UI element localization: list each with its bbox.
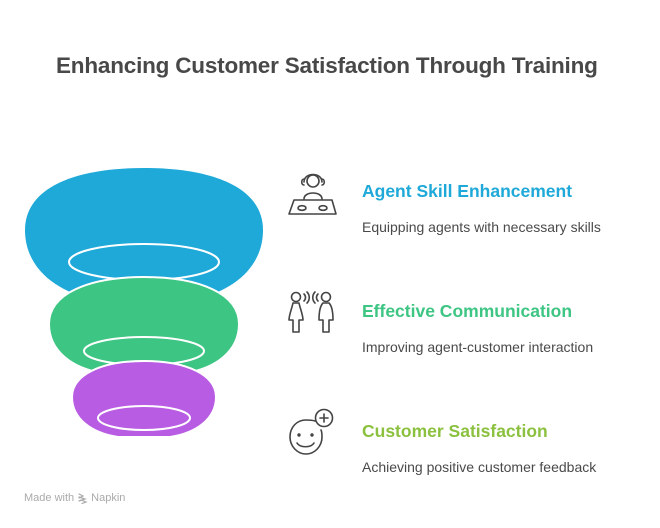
- funnel-layer-purple-opening: [97, 405, 191, 431]
- smiley-plus-icon: [289, 408, 334, 455]
- footer-made-with: Made with: [24, 492, 75, 504]
- two-people-talking-icon: [288, 291, 334, 333]
- napkin-logo-icon: [78, 492, 88, 504]
- funnel-layer-blue-shape: [25, 168, 263, 300]
- item-description-agent-skill: Equipping agents with necessary skills: [362, 219, 601, 235]
- footer-brand: Napkin: [91, 492, 126, 504]
- item-description-customer-satisfaction: Achieving positive customer feedback: [362, 459, 597, 475]
- funnel-layer-purple-shape: [70, 359, 218, 438]
- item-heading-customer-satisfaction: Customer Satisfaction: [362, 421, 548, 441]
- item-heading-agent-skill: Agent Skill Enhancement: [362, 181, 573, 201]
- item-heading-effective-communication: Effective Communication: [362, 301, 573, 321]
- headset-agent-icon: [288, 173, 337, 215]
- page-title: Enhancing Customer Satisfaction Through …: [56, 53, 598, 78]
- funnel-layer-green-shape: [47, 275, 241, 374]
- footer-watermark: Made with Napkin: [24, 492, 125, 504]
- funnel-layer-effective-communication: [47, 275, 241, 374]
- funnel-layer-customer-satisfaction: [70, 359, 218, 438]
- item-description-effective-communication: Improving agent-customer interaction: [362, 339, 594, 355]
